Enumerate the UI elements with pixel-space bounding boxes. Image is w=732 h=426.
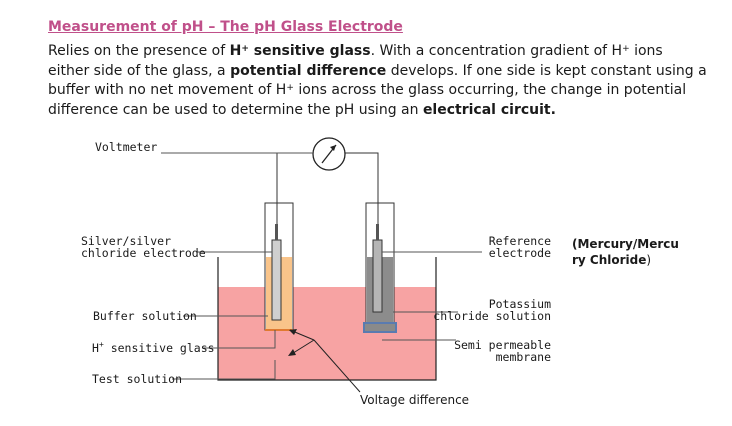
- para-bold-sensitive-glass: sensitive glass: [248, 43, 371, 59]
- membrane-label-2: membrane: [496, 350, 551, 364]
- silver-electrode-wire: [275, 224, 278, 240]
- h-sensitive-glass-rest: sensitive glass: [104, 341, 215, 355]
- reference-label-1: Reference: [489, 234, 551, 248]
- side-note-line-2-bold: ry Chloride: [572, 253, 647, 267]
- reference-electrode-rod: [372, 239, 383, 313]
- silver-electrode-label-2: chloride electrode: [81, 246, 206, 260]
- para-text-2: . With a concentration gradient of H: [370, 43, 623, 59]
- side-note-line-1: (Mercury/Mercu: [572, 237, 679, 251]
- side-note-line-2-rest: ): [646, 253, 652, 267]
- page-title: Measurement of pH – The pH Glass Electro…: [48, 19, 403, 35]
- reference-label-2: electrode: [489, 246, 551, 260]
- para-bold-h: H: [229, 43, 242, 59]
- para-sup-1: +: [622, 44, 630, 54]
- voltmeter-icon: [312, 137, 346, 171]
- buffer-label: Buffer solution: [93, 309, 197, 323]
- test-solution-liquid: [218, 287, 436, 380]
- h-sensitive-glass-sup: +: [99, 340, 104, 349]
- potassium-label-2: chloride solution: [433, 309, 551, 323]
- beaker: [217, 257, 437, 381]
- para-text-1: Relies on the presence of: [48, 43, 230, 59]
- para-bold-potential-difference: potential difference: [230, 62, 387, 79]
- voltage-difference-label: Voltage difference: [360, 393, 469, 407]
- voltage-arrow-down-head: [288, 349, 296, 356]
- test-solution-leader: [172, 360, 276, 380]
- para-bold-electrical-circuit: electrical circuit.: [422, 101, 556, 118]
- reference-electrode-wire: [376, 224, 379, 240]
- right-wire: [345, 152, 379, 224]
- silver-electrode-rod: [271, 239, 282, 321]
- mercury-chloride-note: (Mercury/Mercu ry Chloride): [572, 236, 682, 268]
- silver-electrode-label-1: Silver/silver: [81, 234, 171, 248]
- para-text-3: ions either side of the glass, a: [48, 43, 663, 79]
- voltage-leader: [313, 339, 361, 393]
- para-text-4: develops. If one side is kept constant u…: [48, 62, 707, 99]
- para-sup-2: +: [286, 83, 294, 93]
- test-solution-label: Test solution: [92, 372, 182, 386]
- voltmeter-label: Voltmeter: [95, 140, 157, 154]
- intro-paragraph: Relies on the presence of H+ sensitive g…: [48, 42, 708, 120]
- semi-permeable-membrane: [363, 322, 397, 333]
- para-text-5: ions across the glass occurring, the cha…: [48, 82, 687, 118]
- membrane-label-1: Semi permeable: [454, 338, 551, 352]
- potassium-label-1: Potassium: [489, 297, 551, 311]
- h-sensitive-glass-label: H+ sensitive glass: [92, 340, 215, 355]
- voltage-arrow-up-head: [289, 329, 297, 335]
- h-glass-leader: [203, 330, 276, 349]
- para-bold-h-sup: +: [241, 44, 249, 54]
- h-sensitive-glass-h: H: [92, 341, 99, 355]
- para-bold-h-sensitive: H+ sensitive glass: [230, 43, 371, 59]
